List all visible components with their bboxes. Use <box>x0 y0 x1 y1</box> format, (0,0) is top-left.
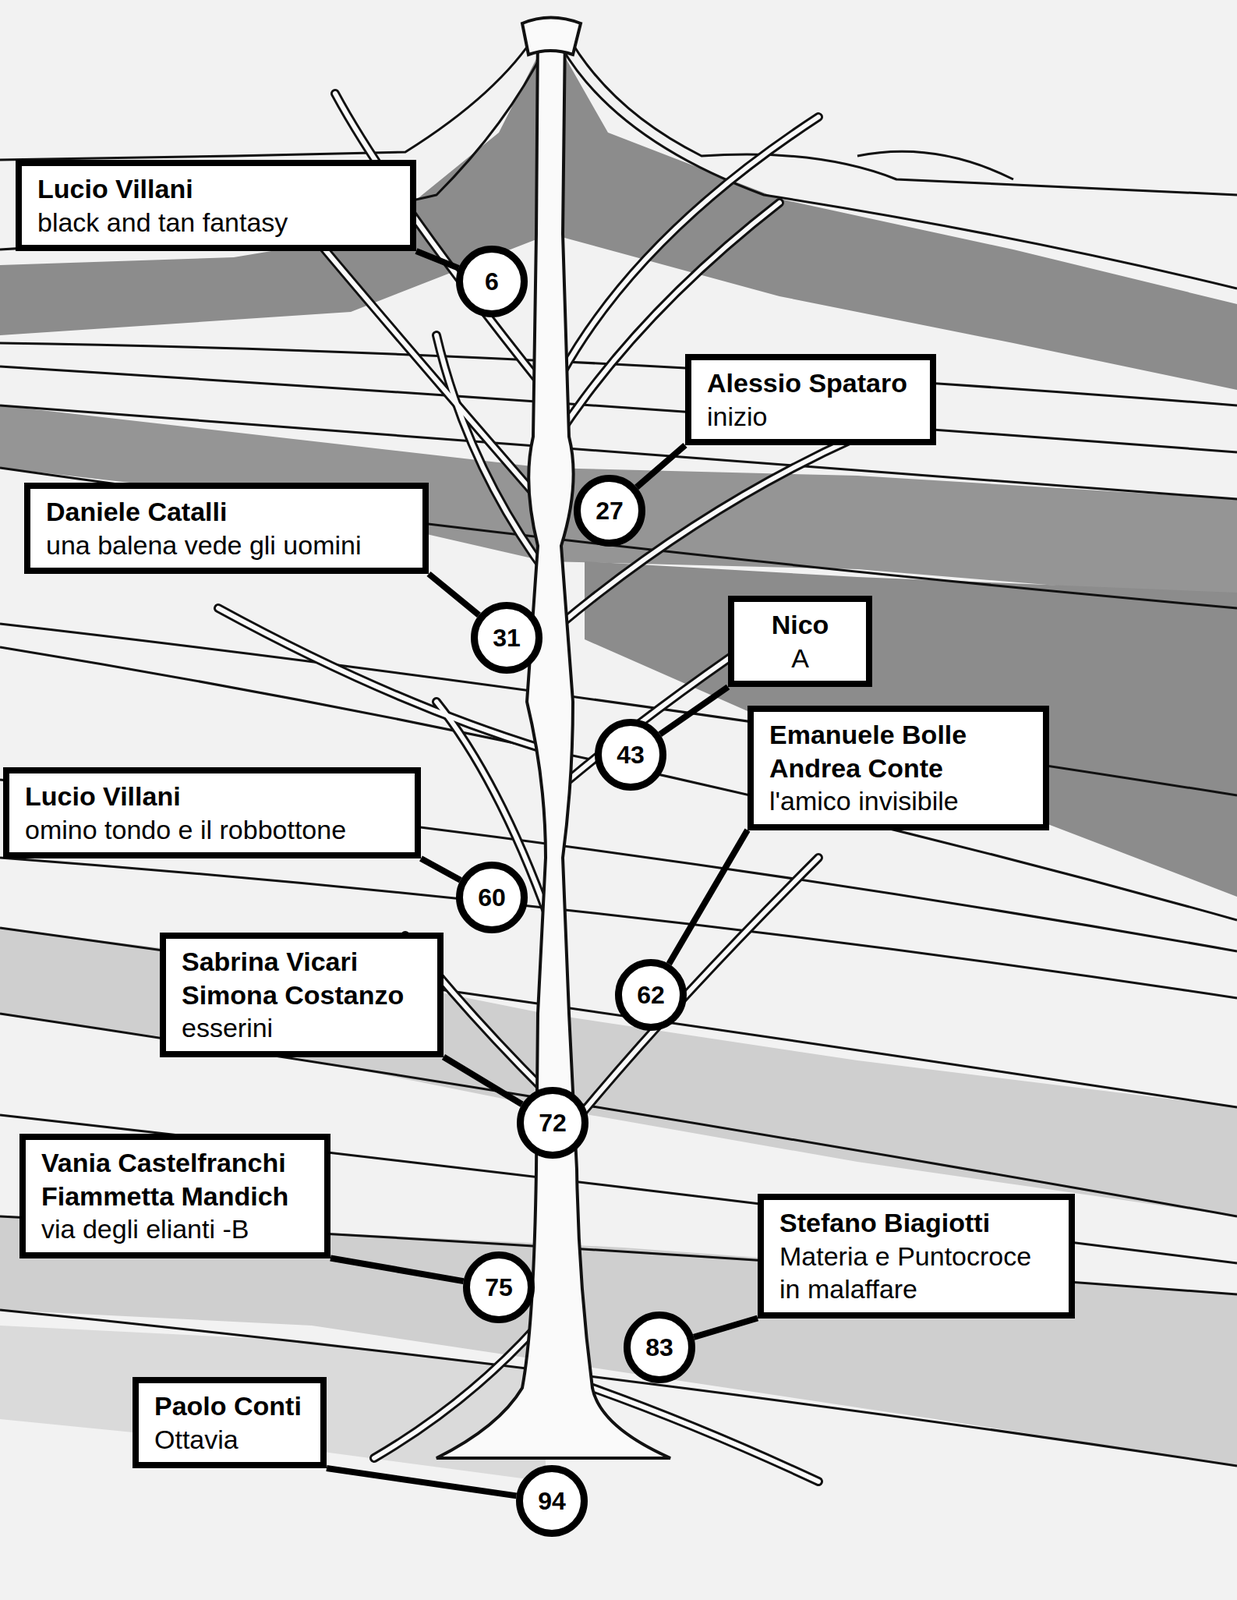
callout-circle: 83 <box>623 1311 696 1383</box>
caption-box: Sabrina Vicari Simona Costanzoesserini <box>159 932 444 1057</box>
callout-circle: 27 <box>573 474 646 547</box>
leader-line <box>443 1056 523 1105</box>
author-name: Sabrina Vicari Simona Costanzo <box>181 944 422 1011</box>
work-title: via degli elianti -B <box>41 1212 309 1246</box>
author-name: Daniele Catalli <box>45 494 407 529</box>
leader-line <box>636 445 686 488</box>
work-title: A <box>749 641 851 676</box>
work-title: inizio <box>706 399 915 434</box>
callout-circle: 62 <box>614 958 687 1031</box>
caption-box: Daniele Catalliuna balena vede gli uomin… <box>24 482 429 574</box>
leader-line <box>668 830 748 965</box>
work-title: l'amico invisibile <box>769 784 1028 818</box>
callout-number: 72 <box>538 1108 567 1138</box>
callout-circle: 94 <box>516 1464 588 1537</box>
work-title: esserini <box>181 1010 422 1045</box>
author-name: Vania Castelfranchi Fiammetta Mandich <box>41 1145 309 1213</box>
author-name: Stefano Biagiotti <box>779 1205 1054 1240</box>
work-title: una balena vede gli uomini <box>45 528 407 562</box>
caption-box: Vania Castelfranchi Fiammetta Mandichvia… <box>19 1133 331 1259</box>
leader-line <box>660 686 729 735</box>
callout-number: 6 <box>484 267 499 297</box>
caption-box: Stefano BiagiottiMateria e Puntocroce in… <box>757 1193 1075 1319</box>
work-title: Materia e Puntocroce in malaffare <box>779 1239 1054 1306</box>
author-name: Lucio Villani <box>24 779 400 813</box>
callout-number: 31 <box>492 623 521 653</box>
callout-number: 60 <box>477 883 506 912</box>
callout-number: 62 <box>636 980 665 1010</box>
callout-circle: 60 <box>455 861 528 934</box>
callout-number: 27 <box>595 496 624 526</box>
author-name: Lucio Villani <box>37 172 395 206</box>
leader-line <box>693 1318 758 1337</box>
callout-circle: 31 <box>470 601 543 674</box>
callout-circle: 72 <box>516 1086 589 1159</box>
author-name: Alessio Spataro <box>706 366 915 400</box>
author-name: Paolo Conti <box>154 1388 305 1423</box>
leader-line <box>330 1258 464 1282</box>
work-title: Ottavia <box>154 1422 305 1457</box>
caption-box: Emanuele Bolle Andrea Contel'amico invis… <box>747 705 1050 831</box>
callout-circle: 75 <box>462 1251 535 1323</box>
callout-circle: 43 <box>594 718 667 791</box>
callout-number: 83 <box>645 1332 674 1362</box>
callout-number: 43 <box>616 740 645 770</box>
caption-box: Lucio Villaniblack and tan fantasy <box>15 159 417 251</box>
callout-circle: 6 <box>455 245 528 318</box>
author-name: Emanuele Bolle Andrea Conte <box>769 717 1028 785</box>
author-name: Nico <box>749 607 851 642</box>
callout-number: 94 <box>537 1486 566 1516</box>
caption-box: Paolo ContiOttavia <box>132 1376 327 1468</box>
leader-line <box>428 573 479 615</box>
caption-box: NicoA <box>728 595 873 687</box>
caption-box: Lucio Villaniomino tondo e il robbottone <box>3 766 421 859</box>
leader-line <box>416 250 459 269</box>
work-title: omino tondo e il robbottone <box>24 812 400 847</box>
leader-line <box>420 858 461 881</box>
work-title: black and tan fantasy <box>37 205 395 240</box>
leader-line <box>326 1467 517 1496</box>
callout-number: 75 <box>484 1272 513 1302</box>
caption-box: Alessio Spataroinizio <box>685 353 937 446</box>
